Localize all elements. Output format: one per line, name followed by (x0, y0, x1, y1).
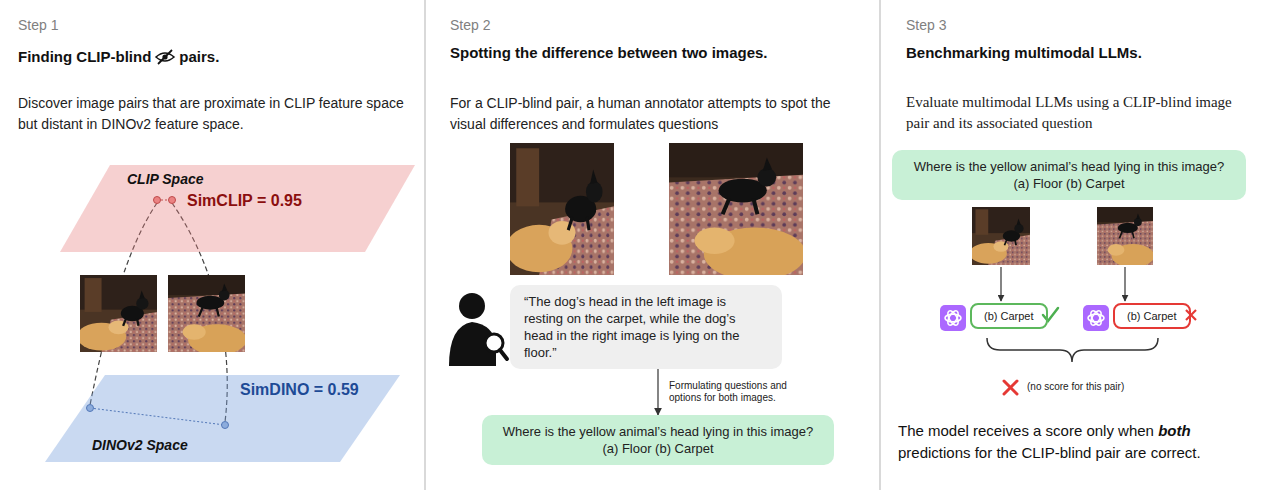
answer-bubble: (b) Carpet (970, 303, 1048, 329)
curly-bracket (987, 338, 1158, 362)
panel-title: Spotting the difference between two imag… (450, 44, 768, 61)
panel-description: Discover image pairs that are proximate … (18, 93, 416, 135)
title-text: pairs. (179, 48, 219, 65)
answer-bubble: (b) Carpet (1113, 303, 1191, 329)
step-label: Step 2 (450, 17, 490, 33)
dog-photo (970, 207, 1030, 265)
panel-separator (424, 0, 426, 490)
cross-mark (1004, 381, 1017, 394)
panel-description: Evaluate multimodal LLMs using a CLIP-bl… (906, 92, 1244, 134)
dog-photo (168, 275, 247, 355)
box-text: Where is the yellow animal’s head lying … (906, 158, 1232, 175)
panel-description: For a CLIP-blind pair, a human annotator… (450, 93, 868, 135)
speech-bubble: “The dog’s head in the left image is res… (510, 285, 782, 369)
plane-text: SimDINO = 0.59 (240, 381, 359, 399)
step-label: Step 3 (906, 17, 946, 33)
box-text: (a) Floor (b) Carpet (496, 440, 820, 457)
plane-text: DINOv2 Space (92, 437, 188, 453)
question-box: Where is the yellow animal’s head lying … (482, 415, 834, 465)
question-box: Where is the yellow animal’s head lying … (892, 150, 1246, 200)
rule-text: The model receives a score only when (898, 422, 1154, 439)
dog-photo (669, 143, 806, 280)
box-text: (b) Carpet (984, 309, 1034, 323)
rule-text: predictions for the CLIP-blind pair are … (898, 444, 1201, 461)
cross-mark (1186, 310, 1196, 320)
image-arrow (1000, 267, 1001, 301)
panel-title: Benchmarking multimodal LLMs. (906, 44, 1142, 61)
gpt-icon (1083, 305, 1109, 331)
cross-mark (1186, 310, 1196, 320)
rule-emphasis: both (1158, 422, 1190, 439)
cross-mark (1004, 381, 1017, 394)
box-text: Where is the yellow animal’s head lying … (496, 423, 820, 440)
dog-photo (77, 275, 157, 352)
eye-slash-icon (154, 49, 176, 65)
title-text: Spotting the difference between two imag… (450, 44, 768, 61)
panel-title: Finding CLIP-blind pairs. (18, 48, 219, 65)
score-note: (no score for this pair) (1027, 381, 1124, 392)
cross-mark (1186, 310, 1196, 320)
plane-text: CLIP Space (127, 171, 204, 187)
connector-label: Formulating questions and options for bo… (667, 379, 801, 405)
title-text: Finding CLIP-blind (18, 48, 151, 65)
dog-photo (1097, 207, 1154, 267)
plane-fill (45, 375, 400, 462)
box-text: “The dog’s head in the left image is res… (524, 293, 768, 361)
plane-text: SimCLIP = 0.95 (187, 192, 302, 210)
gpt-icon (940, 305, 966, 331)
dog-photo (506, 143, 614, 275)
eye-slash-icon (158, 50, 172, 64)
check-mark (1043, 308, 1058, 321)
connector-arrow (657, 369, 658, 415)
dino-space-plane: DINOv2 Space SimDINO = 0.59 (45, 375, 400, 462)
clip-space-plane: CLIP SpaceSimCLIP = 0.95 (60, 165, 415, 252)
cross-mark (1004, 381, 1017, 394)
title-text: Benchmarking multimodal LLMs. (906, 44, 1142, 61)
box-text: (a) Floor (b) Carpet (906, 175, 1232, 192)
annotator-icon (500, 350, 507, 359)
scoring-rule: The model receives a score only when bot… (898, 420, 1254, 464)
box-text: (b) Carpet (1127, 309, 1177, 323)
image-arrow (1124, 267, 1125, 301)
annotator-icon (459, 293, 485, 319)
annotator-icon (449, 293, 507, 366)
panel-separator (879, 0, 881, 490)
step-label: Step 1 (18, 17, 58, 33)
plane-fill (60, 165, 415, 252)
